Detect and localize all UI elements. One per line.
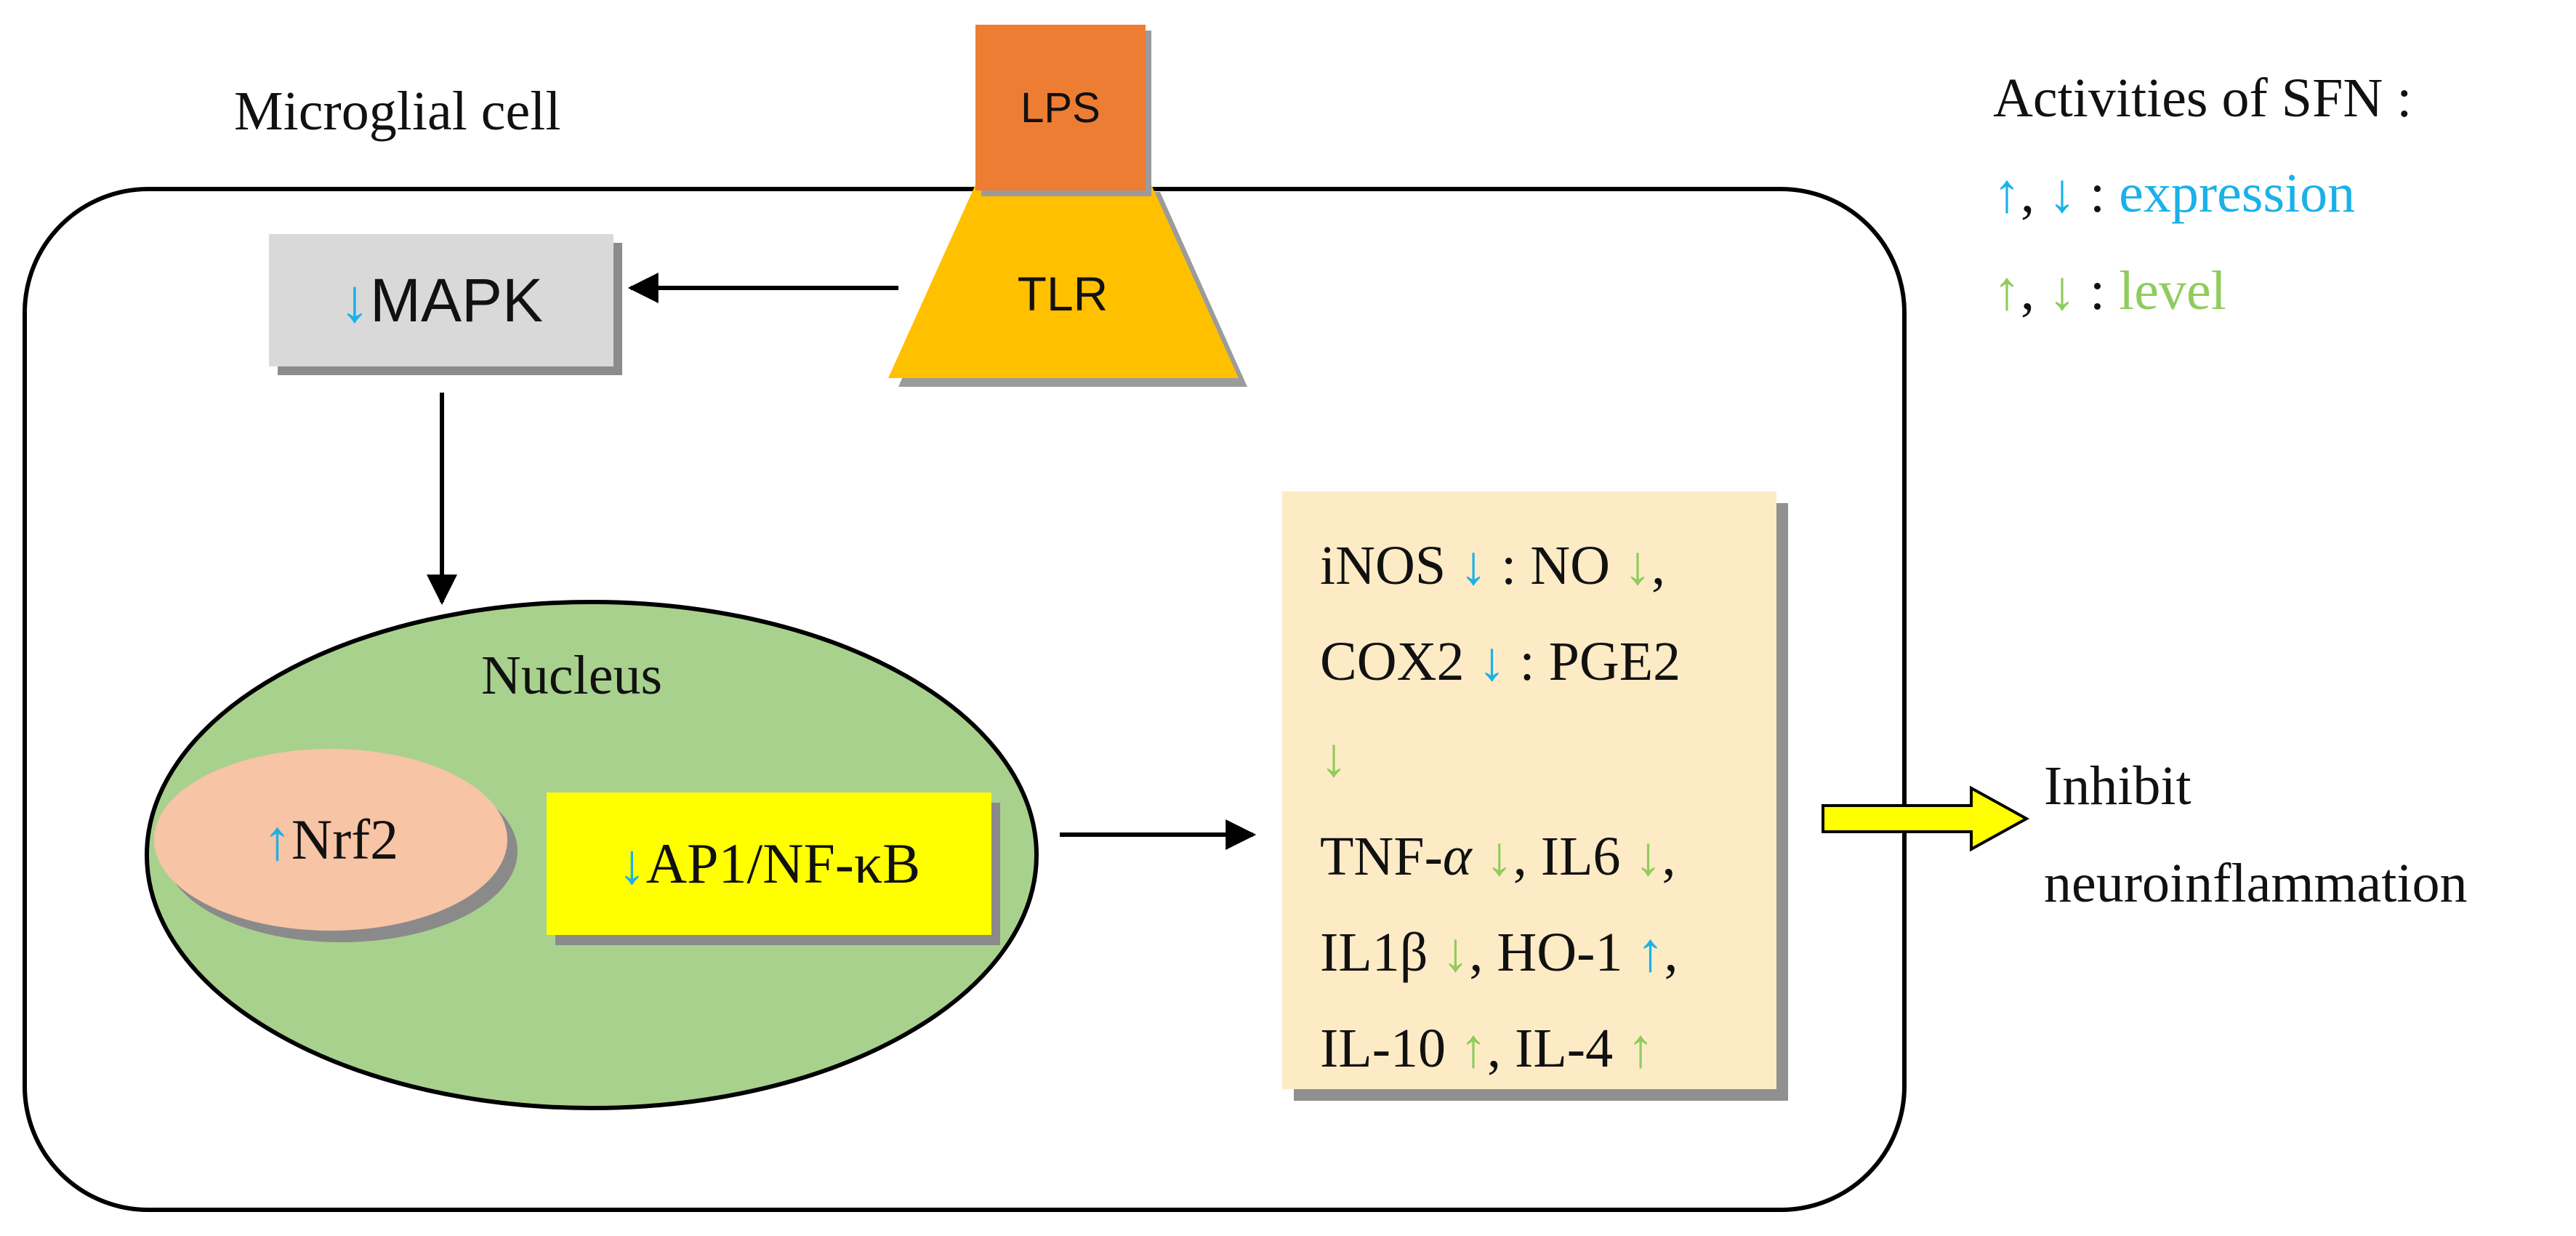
- mediator-line-inos: iNOS ↓ : NO ↓,: [1320, 534, 1665, 598]
- legend-expression: ↑, ↓ : expression: [1993, 161, 2355, 225]
- tnf-space: [1472, 826, 1486, 887]
- legend-level-down-arrow: ↓: [2048, 260, 2076, 321]
- ho1-up-arrow: ↑: [1636, 921, 1665, 983]
- tnf-down-arrow: ↓: [1485, 825, 1513, 887]
- mapk-down-arrow: ↓: [339, 265, 370, 334]
- pge2-down-arrow: ↓: [1320, 726, 1348, 788]
- il10-up-arrow: ↑: [1460, 1017, 1488, 1079]
- mediators-box: iNOS ↓ : NO ↓, COX2 ↓ : PGE2 ↓ TNF-α ↓, …: [1282, 491, 1776, 1089]
- mediator-line-il10: IL-10 ↑, IL-4 ↑: [1320, 1016, 1654, 1080]
- ap1-label: AP1/NF-κB: [645, 832, 921, 895]
- nrf2-label: Nrf2: [291, 808, 399, 871]
- legend-level-sep: ,: [2021, 260, 2048, 321]
- legend-title: Activities of SFN :: [1993, 68, 2412, 129]
- inos-down-arrow: ↓: [1460, 534, 1488, 596]
- legend-expression-down-arrow: ↓: [2048, 162, 2076, 224]
- mapk-label: MAPK: [369, 265, 544, 334]
- mediator-line-il1b: IL1β ↓, HO-1 ↑,: [1320, 920, 1678, 984]
- legend-expression-up-arrow: ↑: [1993, 162, 2021, 224]
- nucleus-label: Nucleus: [481, 645, 663, 706]
- il4-text: , IL-4: [1487, 1018, 1627, 1079]
- cox2-down-arrow: ↓: [1478, 630, 1506, 692]
- outcome-line-1: Inhibit: [2044, 755, 2191, 816]
- tnf-alpha-symbol: α: [1442, 826, 1472, 887]
- nrf2-up-arrow: ↑: [262, 807, 291, 872]
- pge2-text: : PGE2: [1505, 631, 1681, 692]
- no-down-arrow: ↓: [1624, 534, 1652, 596]
- tlr-label: TLR: [1017, 267, 1108, 321]
- ap1-nfkb-box: ↓AP1/NF-κB: [547, 792, 991, 935]
- inos-text: iNOS: [1320, 535, 1460, 596]
- mediator-line-pge2-arrow: ↓: [1320, 726, 1348, 790]
- lps-box: LPS: [975, 25, 1146, 190]
- tnf-text: TNF-: [1320, 826, 1443, 887]
- ap1-down-arrow: ↓: [617, 831, 646, 896]
- legend-expression-label: expression: [2119, 163, 2356, 224]
- il4-up-arrow: ↑: [1627, 1017, 1655, 1079]
- legend-expression-colon: :: [2076, 163, 2120, 224]
- legend-expression-sep: ,: [2021, 163, 2048, 224]
- tlr-receptor: [888, 185, 1239, 378]
- lps-label: LPS: [1021, 84, 1100, 132]
- nrf2-node: ↑Nrf2: [154, 749, 507, 931]
- cell-label: Microglial cell: [234, 81, 561, 142]
- il1b-down-arrow: ↓: [1441, 921, 1470, 983]
- mapk-box: ↓ MAPK: [269, 234, 613, 366]
- il6-text: , IL6: [1513, 826, 1635, 887]
- il6-down-arrow: ↓: [1634, 825, 1662, 887]
- outcome-arrow: [1822, 785, 2030, 852]
- il10-text: IL-10: [1320, 1018, 1460, 1079]
- inos-comma: ,: [1651, 535, 1666, 596]
- legend-level: ↑, ↓ : level: [1993, 259, 2226, 323]
- mediator-line-tnf: TNF-α ↓, IL6 ↓,: [1320, 824, 1676, 888]
- cox2-text: COX2: [1320, 631, 1478, 692]
- il6-comma: ,: [1662, 826, 1676, 887]
- legend-level-colon: :: [2076, 260, 2120, 321]
- ho1-text: , HO-1: [1469, 922, 1637, 983]
- no-text: : NO: [1487, 535, 1625, 596]
- ho1-comma: ,: [1664, 922, 1678, 983]
- legend-level-label: level: [2119, 260, 2226, 321]
- il1b-text: IL1β: [1320, 922, 1442, 983]
- legend-level-up-arrow: ↑: [1993, 260, 2021, 321]
- outcome-line-2: neuroinflammation: [2044, 853, 2468, 914]
- mediator-line-cox2: COX2 ↓ : PGE2: [1320, 630, 1681, 694]
